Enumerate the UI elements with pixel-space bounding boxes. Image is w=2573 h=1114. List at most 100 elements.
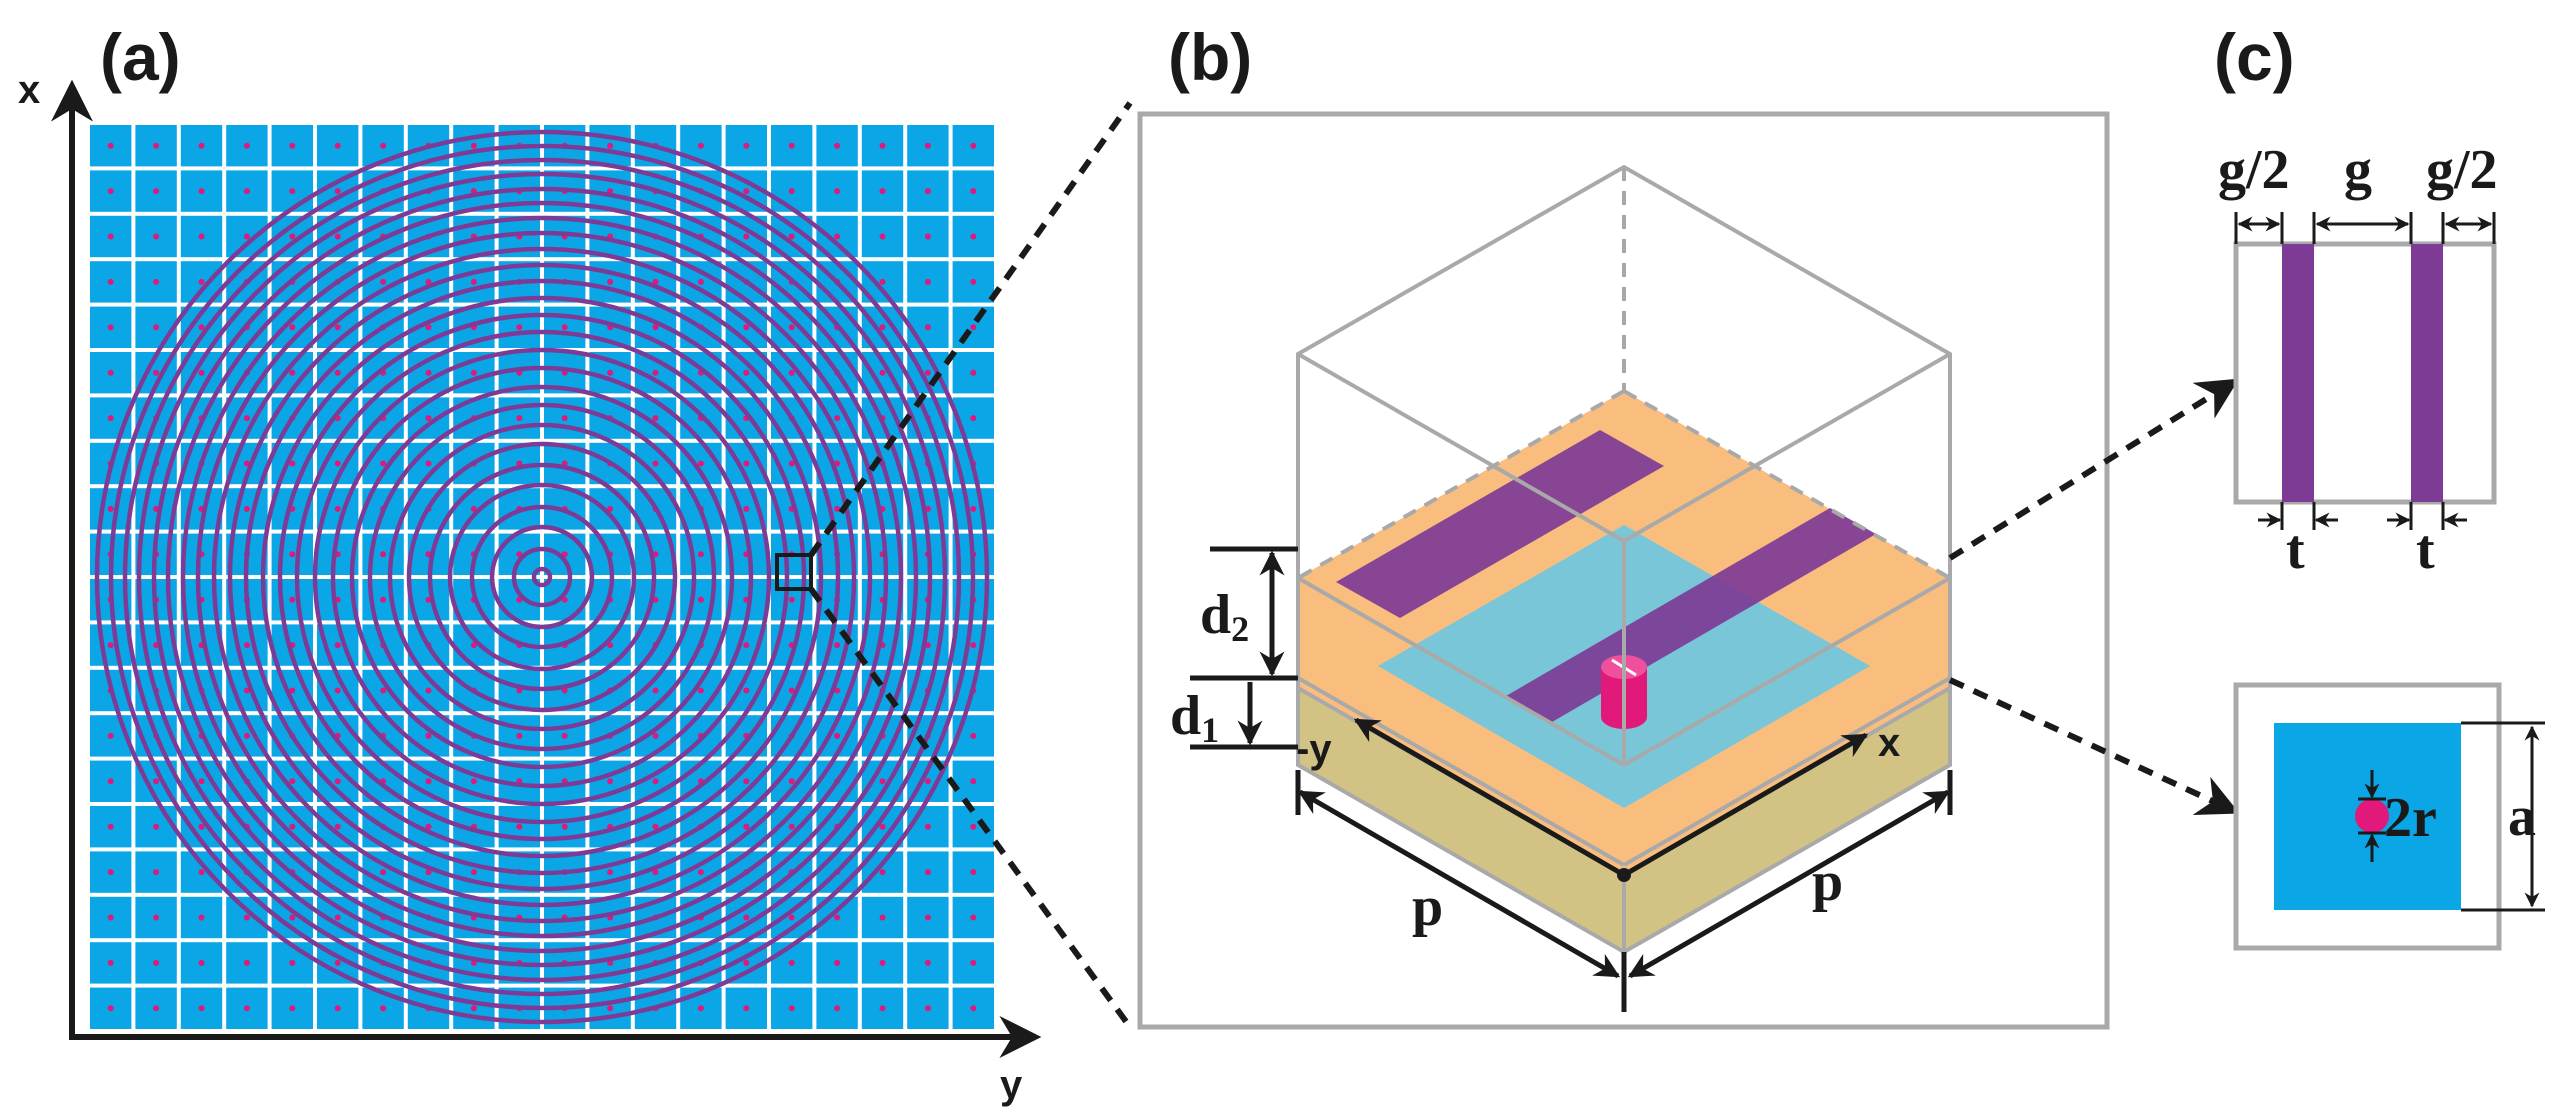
phase-ring <box>227 262 857 892</box>
unit-cell-via <box>652 732 659 739</box>
unit-cell-via <box>924 142 931 149</box>
unit-cell-via <box>788 188 795 195</box>
unit-cell-via <box>607 142 614 149</box>
unit-cell-via <box>334 369 341 376</box>
unit-cell-via <box>380 869 387 876</box>
unit-cell-via <box>107 1005 114 1012</box>
unit-cell-via <box>198 778 205 785</box>
d1-label: d1 <box>1170 685 1219 750</box>
unit-cell-via <box>289 460 296 467</box>
phase-ring <box>387 422 697 732</box>
unit-cell-via <box>879 142 886 149</box>
unit-cell-via <box>289 142 296 149</box>
unit-cell-via <box>697 460 704 467</box>
concentric-rings <box>94 129 990 1025</box>
unit-cell-via <box>970 823 977 830</box>
unit-cell-via <box>879 914 886 921</box>
unit-cell-via <box>924 823 931 830</box>
phase-ring <box>511 546 573 608</box>
unit-cell-via <box>516 415 523 422</box>
unit-cell-via <box>289 914 296 921</box>
unit-cell-via <box>924 324 931 331</box>
unit-cell-via <box>970 505 977 512</box>
unit-cell-via <box>879 233 886 240</box>
unit-cell-via <box>470 1005 477 1012</box>
unit-cell-via <box>834 1005 841 1012</box>
unit-cell-via <box>289 369 296 376</box>
unit-cell-via <box>470 142 477 149</box>
unit-cell-via <box>879 823 886 830</box>
unit-cell-via <box>834 732 841 739</box>
phase-ring <box>312 347 772 807</box>
phase-ring <box>165 200 919 954</box>
phase-ring <box>489 524 595 630</box>
unit-cell-via <box>788 778 795 785</box>
unit-cell-via <box>924 778 931 785</box>
unit-cell-via <box>243 188 250 195</box>
unit-cell-via <box>380 1005 387 1012</box>
unit-cell-via <box>743 188 750 195</box>
unit-cell-via <box>289 596 296 603</box>
unit-cell-via <box>970 369 977 376</box>
unit-cell-via <box>652 460 659 467</box>
patch-layer-detail: 2r a <box>2233 682 2545 951</box>
phase-ring <box>469 504 615 650</box>
unit-cell-via <box>970 188 977 195</box>
unit-cell-via <box>743 687 750 694</box>
unit-cell-via <box>561 732 568 739</box>
unit-cell-via <box>788 596 795 603</box>
gap-half-label-left: g/2 <box>2218 139 2290 201</box>
unit-cell-via <box>334 914 341 921</box>
unit-cell-via <box>334 687 341 694</box>
unit-cell-via <box>334 324 341 331</box>
unit-cell-via <box>834 188 841 195</box>
panel-b: (b) <box>1137 20 2110 1030</box>
unit-cell-via <box>743 142 750 149</box>
gap-label: g <box>2344 139 2372 201</box>
phase-ring <box>260 295 824 859</box>
unit-cell-via <box>470 369 477 376</box>
unit-cell-via <box>243 142 250 149</box>
phase-ring <box>349 384 735 770</box>
unit-cell-via <box>107 369 114 376</box>
panel-a-label: (a) <box>100 20 181 94</box>
unit-cell-via <box>924 233 931 240</box>
unit-cell-via <box>289 959 296 966</box>
unit-cell-via <box>425 687 432 694</box>
unit-cell-via <box>970 233 977 240</box>
unit-cell-via <box>334 142 341 149</box>
phase-ring <box>406 441 678 713</box>
unit-cell-via <box>289 324 296 331</box>
unit-cell-via <box>153 869 160 876</box>
unit-cell-via <box>470 778 477 785</box>
unit-cell-via <box>334 460 341 467</box>
unit-cell-via <box>743 1005 750 1012</box>
unit-cell-via <box>425 823 432 830</box>
phase-ring <box>136 171 948 983</box>
unit-cell-via <box>425 460 432 467</box>
link-to-strip-detail <box>1948 378 2240 561</box>
unit-cell-via <box>289 823 296 830</box>
unit-cell-via <box>561 823 568 830</box>
unit-cell-via <box>107 778 114 785</box>
via-hole <box>2355 799 2389 833</box>
unit-cell-via <box>516 324 523 331</box>
unit-cell-via <box>289 1005 296 1012</box>
unit-cell-via <box>198 233 205 240</box>
unit-cell-via <box>153 1005 160 1012</box>
unit-cell-via <box>879 959 886 966</box>
unit-cell-via <box>697 687 704 694</box>
unit-cell-via <box>198 1005 205 1012</box>
unit-cell-via <box>788 233 795 240</box>
unit-cell-via <box>334 823 341 830</box>
unit-cell-via <box>970 415 977 422</box>
unit-cell-via <box>380 142 387 149</box>
panel-b-label: (b) <box>1168 20 1252 94</box>
phase-ring <box>94 129 990 1025</box>
array-background <box>88 123 996 1031</box>
unit-cell-via <box>198 369 205 376</box>
unit-cell-via <box>652 687 659 694</box>
unit-cell-via <box>107 324 114 331</box>
unit-cell-via <box>198 823 205 830</box>
